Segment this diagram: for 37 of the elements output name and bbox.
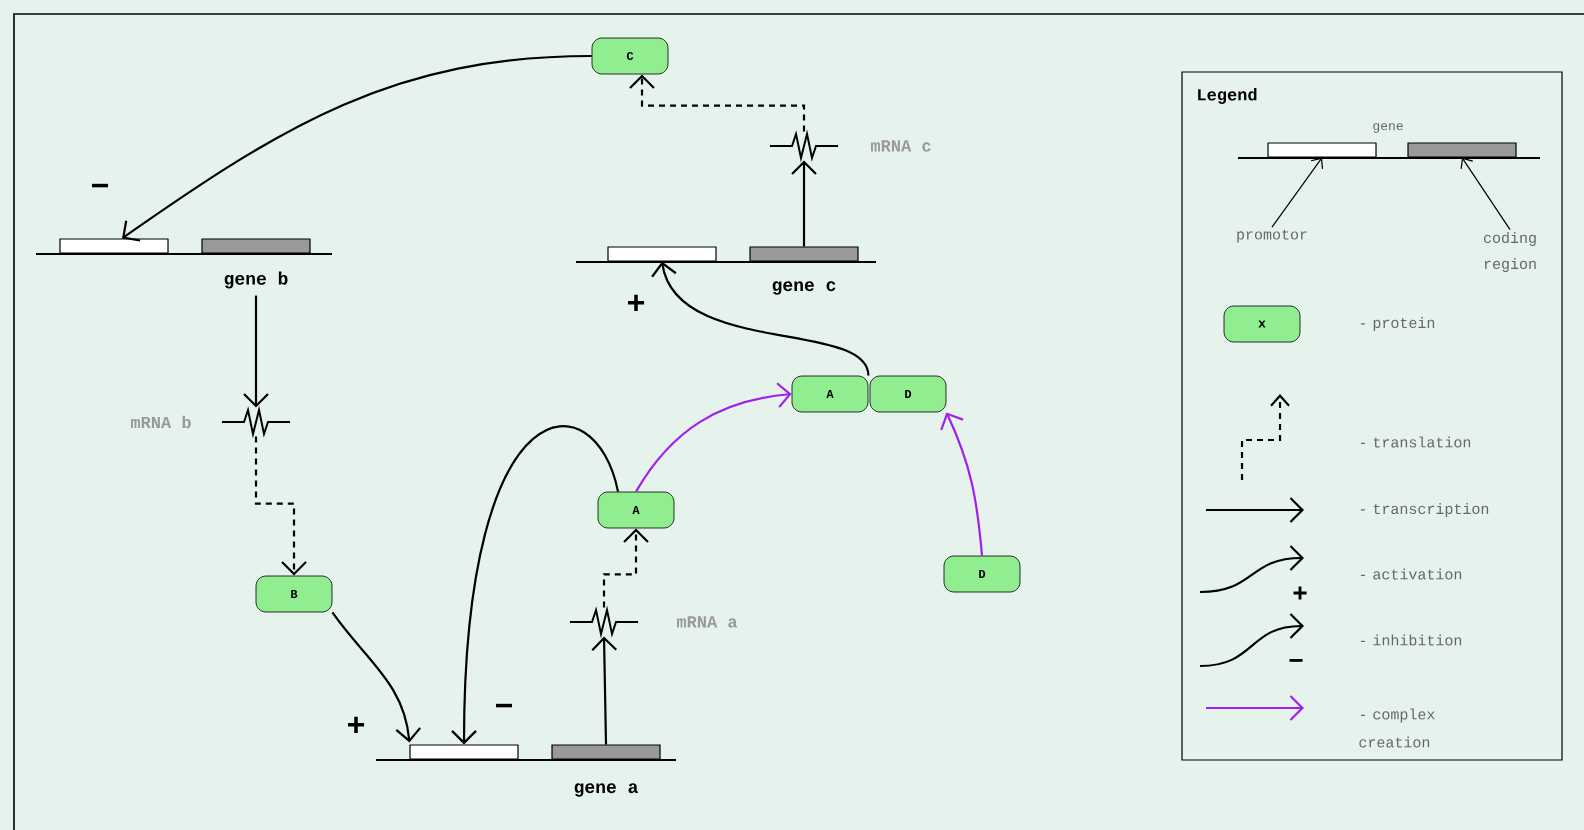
arrow bbox=[629, 74, 806, 132]
mrna-symbol bbox=[569, 605, 639, 639]
arrow bbox=[791, 160, 817, 247]
arrow bbox=[243, 295, 269, 408]
gene-label: gene b bbox=[224, 271, 288, 289]
arrow bbox=[1271, 157, 1324, 228]
arrow bbox=[940, 412, 984, 556]
gene-region-box bbox=[749, 246, 859, 262]
mrna-symbol bbox=[221, 405, 291, 439]
sign-label: + bbox=[1293, 586, 1307, 600]
gene-region-box bbox=[201, 238, 311, 254]
gene-region-box bbox=[59, 238, 169, 254]
arrow bbox=[254, 436, 307, 576]
arrow bbox=[122, 54, 592, 242]
gene-region-box bbox=[551, 744, 661, 760]
gene-region-box bbox=[409, 744, 519, 760]
mrna-label: mRNA b bbox=[130, 415, 191, 429]
gene-label: gene a bbox=[574, 783, 638, 797]
arrow bbox=[602, 528, 649, 608]
sign-label: − bbox=[92, 183, 109, 188]
sign-label: + bbox=[628, 294, 645, 311]
arrow bbox=[331, 611, 422, 743]
sign-label: + bbox=[348, 716, 365, 733]
sign-label: − bbox=[496, 703, 513, 708]
arrow bbox=[635, 382, 792, 493]
legend-title: Legend bbox=[1198, 88, 1257, 104]
mrna-label: mRNA c bbox=[871, 140, 931, 152]
arrow bbox=[591, 636, 618, 745]
mrna-label: mRNA a bbox=[676, 616, 738, 628]
gene-region-box bbox=[1407, 142, 1517, 158]
mrna-symbol bbox=[769, 129, 839, 163]
gene-region-box bbox=[607, 246, 717, 262]
arrow bbox=[1460, 157, 1511, 231]
gene-label: gene c bbox=[772, 281, 836, 295]
arrow bbox=[451, 425, 620, 745]
sign-label: − bbox=[1289, 658, 1303, 662]
gene-region-box bbox=[1267, 142, 1377, 158]
